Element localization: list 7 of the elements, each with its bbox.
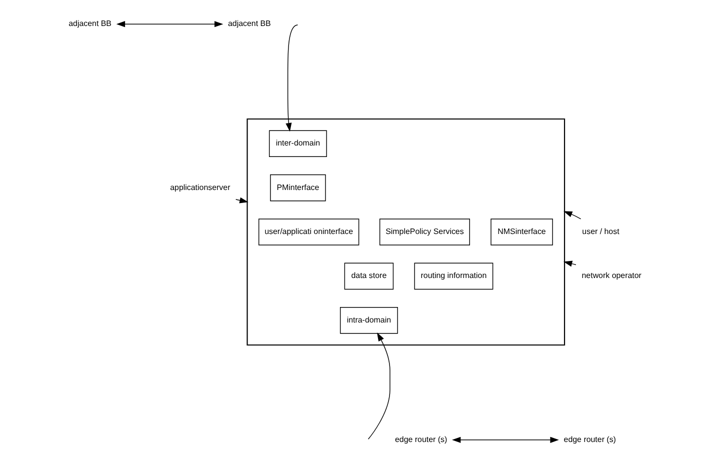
node-text: adjacent BB: [68, 19, 112, 28]
node-text: edge router (s): [395, 434, 448, 444]
node-text: user / host: [582, 227, 620, 236]
node-text: network operator: [582, 271, 642, 280]
node-text: edge router (s): [564, 434, 616, 444]
node-text: adjacent BB: [228, 19, 271, 28]
node-text: applicationserver: [170, 182, 230, 192]
